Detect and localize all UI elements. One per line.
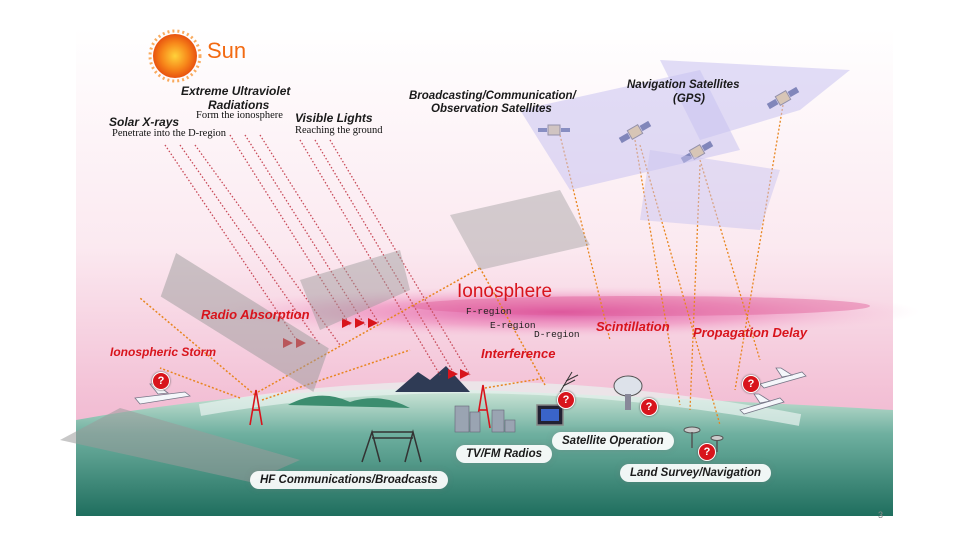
hf-tower-left bbox=[249, 389, 263, 426]
visible-title: Visible Lights bbox=[295, 111, 373, 125]
question-icon-storm: ? bbox=[152, 372, 170, 390]
euv-title-line1: Extreme Ultraviolet bbox=[181, 84, 291, 98]
f-region-label: F-region bbox=[466, 306, 512, 317]
question-icon-dish: ? bbox=[640, 398, 658, 416]
city-buildings bbox=[454, 405, 516, 433]
question-icon-tv: ? bbox=[557, 391, 575, 409]
ionosphere-title: Ionosphere bbox=[457, 281, 553, 302]
nav-sat-line2: (GPS) bbox=[673, 93, 705, 105]
question-icon-survey: ? bbox=[698, 443, 716, 461]
sun-label: Sun bbox=[207, 38, 247, 63]
tv-antenna bbox=[559, 371, 579, 393]
hf-communications-label: HF Communications/Broadcasts bbox=[250, 471, 448, 489]
page-number: 3 bbox=[878, 510, 884, 520]
sun-disc bbox=[153, 34, 197, 78]
airplane-right-bottom bbox=[739, 393, 785, 415]
propagation-delay-label: Propagation Delay bbox=[693, 325, 808, 340]
tv-fm-radios-label: TV/FM Radios bbox=[456, 445, 553, 463]
euv-desc: Form the ionosphere bbox=[196, 110, 283, 121]
hill bbox=[288, 395, 410, 408]
visible-desc: Reaching the ground bbox=[295, 125, 383, 136]
satellite-dish bbox=[613, 375, 643, 410]
hf-antenna-array bbox=[361, 429, 422, 463]
ionosphere-core bbox=[410, 296, 870, 316]
nav-sat-line1: Navigation Satellites bbox=[627, 79, 740, 91]
xray-title: Solar X-rays bbox=[109, 115, 180, 129]
d-region-label: D-region bbox=[534, 329, 580, 340]
broadcast-sat-line2: Observation Satellites bbox=[431, 103, 552, 115]
land-survey-label: Land Survey/Navigation bbox=[620, 464, 772, 482]
satellite-operation-label: Satellite Operation bbox=[552, 432, 674, 450]
ionospheric-storm-label: Ionospheric Storm bbox=[110, 345, 217, 359]
sun-corona bbox=[148, 29, 202, 83]
broadcast-sat-line1: Broadcasting/Communication/ bbox=[409, 90, 576, 102]
xray-desc: Penetrate into the D-region bbox=[112, 128, 227, 139]
tv-set bbox=[536, 404, 564, 426]
airplane-right-top bbox=[759, 367, 807, 389]
survey-equipment bbox=[683, 426, 724, 452]
scintillation-label: Scintillation bbox=[596, 319, 670, 334]
hf-signals bbox=[139, 267, 546, 401]
watermark bbox=[60, 60, 850, 482]
euv-title-line2: Radiations bbox=[208, 98, 270, 112]
interference-label: Interference bbox=[481, 346, 556, 361]
e-region-label: E-region bbox=[490, 320, 536, 331]
question-icon-plane: ? bbox=[742, 375, 760, 393]
solar-rays bbox=[164, 134, 471, 376]
radio-absorption-label: Radio Absorption bbox=[201, 307, 310, 322]
